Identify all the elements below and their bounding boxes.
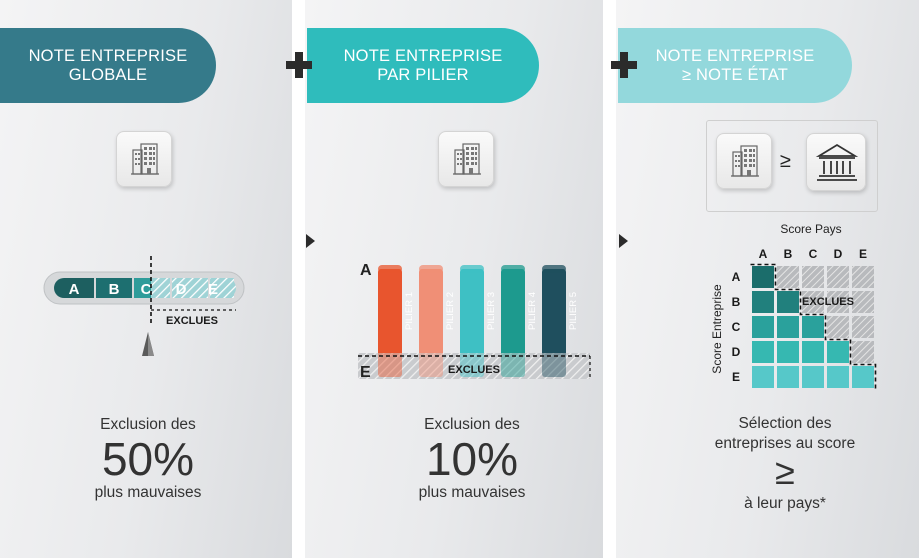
grade-label-e: E	[208, 281, 218, 298]
panel3-caption-bottom: à leur pays*	[744, 495, 826, 512]
plus-icon	[611, 52, 637, 78]
panel2-caption: Exclusion des 10% plus mauvaises	[384, 415, 560, 503]
pillar-label: PILIER 3	[486, 292, 497, 330]
grade-cell-b	[96, 278, 132, 298]
excluded-label: EXCLUES	[802, 296, 854, 308]
matrix-cell-excluded	[852, 291, 874, 313]
panel3-caption-line1: Sélection des	[738, 415, 832, 432]
pillar-label: PILIER 5	[568, 292, 579, 330]
matrix-row-title: Score Entreprise	[710, 284, 724, 374]
matrix-row-label: C	[732, 320, 741, 334]
axis-top-label: A	[360, 262, 372, 279]
axis-bottom-label: E	[360, 364, 371, 381]
matrix-cell-excluded	[852, 266, 874, 288]
panel2-title-line1: NOTE ENTREPRISE	[343, 46, 503, 65]
building-icon	[716, 133, 772, 189]
matrix-cell-selected	[802, 316, 824, 338]
panel1-caption: Exclusion des 50% plus mauvaises	[60, 415, 236, 503]
matrix-cell-selected	[827, 341, 849, 363]
matrix-cell-selected	[752, 341, 774, 363]
panel1-title: NOTE ENTREPRISE GLOBALE	[0, 28, 216, 103]
panel3-title-line1: NOTE ENTREPRISE	[655, 46, 815, 65]
excluded-label: EXCLUES	[448, 364, 500, 376]
matrix-row-label: A	[732, 270, 741, 284]
excluded-label: EXCLUES	[166, 315, 218, 327]
matrix-cell-selected	[802, 341, 824, 363]
matrix-cell-selected	[752, 291, 774, 313]
matrix-cell-selected	[777, 291, 799, 313]
panel1-title-line2: GLOBALE	[68, 65, 148, 84]
matrix-row-label: D	[732, 345, 741, 359]
panel3-caption-symbol: ≥	[775, 451, 795, 492]
panel3-caption: Sélection des entreprises au score ≥ à l…	[690, 414, 880, 514]
matrix-col-label: E	[859, 247, 867, 261]
pillar-chart: PILIER 1 PILIER 2 PILIER 3 PILIER 4 PILIER 5…	[358, 262, 591, 381]
arrow-right-icon	[619, 234, 628, 248]
matrix-cell-selected	[777, 366, 799, 388]
pillar-label: PILIER 4	[527, 292, 538, 330]
matrix-row-label: E	[732, 370, 740, 384]
comparison-frame	[706, 120, 878, 212]
panel2-caption-top: Exclusion des	[424, 416, 520, 433]
panel2-caption-bottom: plus mauvaises	[418, 484, 526, 501]
panel1-caption-top: Exclusion des	[100, 416, 196, 433]
panel1-caption-percent: 50%	[101, 433, 195, 485]
matrix-col-title: Score Pays	[780, 222, 842, 236]
pillar-label: PILIER 2	[445, 292, 456, 330]
matrix-cell-excluded	[827, 266, 849, 288]
panel2-title-line2: PAR PILIER	[377, 65, 469, 84]
matrix-cell-selected	[752, 366, 774, 388]
greater-equal-symbol: ≥	[780, 150, 791, 172]
pillar-3: PILIER 3	[460, 265, 497, 377]
grade-cell-d	[172, 278, 208, 298]
panel1-title-line1: NOTE ENTREPRISE	[28, 46, 188, 65]
matrix-cell-selected	[752, 316, 774, 338]
matrix-cell-selected	[752, 266, 774, 288]
matrix-cell-excluded	[827, 291, 849, 313]
government-building-icon	[806, 133, 866, 191]
matrix-cell-excluded	[777, 266, 799, 288]
panel3-caption-line2: entreprises au score	[714, 435, 856, 452]
panel2-caption-percent: 10%	[425, 433, 519, 485]
panel3-title-line2: ≥ NOTE ÉTAT	[682, 65, 788, 84]
pillar-label: PILIER 1	[404, 292, 415, 330]
matrix-cell-excluded	[852, 316, 874, 338]
grade-label-d: D	[176, 281, 187, 298]
panel1-caption-bottom: plus mauvaises	[94, 484, 202, 501]
matrix-cell-selected	[827, 366, 849, 388]
pillar-group: PILIER 1 PILIER 2 PILIER 3 PILIER 4 PILIER 5	[378, 265, 579, 377]
building-icon	[438, 131, 494, 187]
panel2-title: NOTE ENTREPRISE PAR PILIER	[307, 28, 539, 103]
grade-label-c: C	[141, 281, 152, 298]
matrix-cell-selected	[777, 316, 799, 338]
matrix-cell-excluded	[827, 316, 849, 338]
pillar-4: PILIER 4	[501, 265, 538, 377]
matrix-cell-excluded	[802, 291, 824, 313]
matrix-cell-selected	[852, 366, 874, 388]
matrix-cell-selected	[802, 366, 824, 388]
matrix-row-label: B	[732, 295, 741, 309]
pillar-2: PILIER 2	[419, 265, 456, 377]
building-icon	[116, 131, 172, 187]
grade-scale: A B C D E EXCLUES	[43, 256, 245, 356]
plus-icon	[286, 52, 312, 78]
pillar-5: PILIER 5	[542, 265, 579, 377]
grade-label-a: A	[69, 281, 80, 298]
panel3-title: NOTE ENTREPRISE ≥ NOTE ÉTAT	[618, 28, 852, 103]
matrix-col-label: C	[809, 247, 818, 261]
matrix-cell-selected	[777, 341, 799, 363]
pillar-1: PILIER 1	[378, 265, 415, 377]
matrix-cell-excluded	[852, 341, 874, 363]
matrix-col-label: D	[834, 247, 843, 261]
matrix-col-label: A	[759, 247, 768, 261]
matrix-cell-excluded	[802, 266, 824, 288]
grade-label-b: B	[109, 281, 120, 298]
matrix-col-label: B	[784, 247, 793, 261]
arrow-right-icon	[306, 234, 315, 248]
